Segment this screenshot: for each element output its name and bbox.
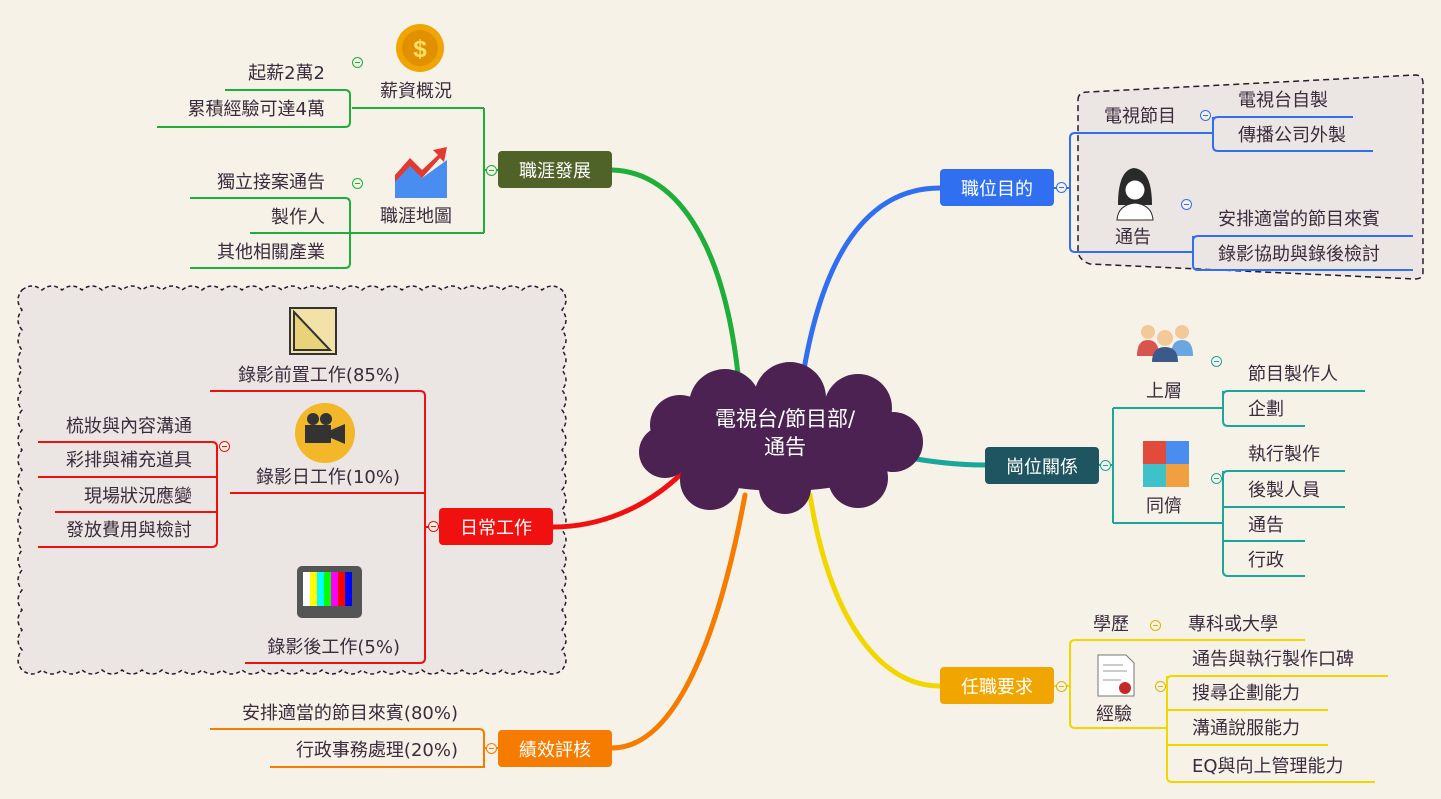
video-camera-icon: [295, 403, 355, 463]
branch-performance: [609, 492, 748, 751]
center-cloud: [639, 362, 923, 514]
salary-item[interactable]: 累積經驗可達4萬: [187, 99, 325, 120]
growth-chart-icon: [395, 147, 447, 198]
subtopic-salary[interactable]: 薪資概況: [380, 81, 452, 102]
upper-item[interactable]: 節目製作人: [1248, 364, 1338, 385]
collapse-toggle[interactable]: [1181, 199, 1192, 210]
branch-career: [609, 167, 743, 398]
central-topic-line2: 通告: [764, 435, 806, 459]
svg-text:$: $: [413, 36, 427, 63]
peers-item[interactable]: 行政: [1248, 550, 1284, 571]
peers-item[interactable]: 執行製作: [1248, 444, 1320, 465]
collapse-toggle[interactable]: [1211, 356, 1222, 367]
subtopic-career-map[interactable]: 職涯地圖: [380, 206, 452, 227]
topic-career[interactable]: 職涯發展: [498, 151, 612, 188]
performance-item[interactable]: 安排適當的節目來賓(80%): [241, 703, 458, 724]
collapse-toggle[interactable]: [1056, 681, 1067, 692]
career-map-item[interactable]: 製作人: [271, 207, 325, 228]
peers-item[interactable]: 後製人員: [1248, 480, 1320, 501]
topic-daily[interactable]: 日常工作: [439, 508, 553, 545]
subtopic-recording-day[interactable]: 錄影日工作(10%): [255, 467, 400, 488]
topic-relations[interactable]: 崗位關係: [985, 447, 1099, 484]
performance-item[interactable]: 行政事務處理(20%): [295, 740, 458, 761]
collapse-toggle[interactable]: [1100, 460, 1111, 471]
collapse-toggle[interactable]: [219, 441, 230, 452]
daily-boundary: [17, 285, 567, 675]
branch-purpose: [797, 185, 943, 398]
subtopic-upper[interactable]: 上層: [1146, 381, 1182, 402]
puzzle-icon: [1143, 441, 1189, 487]
collapse-toggle[interactable]: [428, 521, 439, 532]
announcer-item[interactable]: 安排適當的節目來賓: [1218, 209, 1380, 230]
collapse-toggle[interactable]: [486, 165, 497, 176]
subtopic-tv-programs[interactable]: 電視節目: [1104, 106, 1176, 127]
salary-item[interactable]: 起薪2萬2: [248, 63, 325, 84]
recording-day-item[interactable]: 梳妝與內容溝通: [66, 416, 192, 437]
tv-test-pattern-icon: [297, 566, 362, 618]
collapse-toggle[interactable]: [1211, 473, 1222, 484]
collapse-toggle[interactable]: [486, 743, 497, 754]
experience-item[interactable]: 搜尋企劃能力: [1192, 683, 1300, 704]
recording-day-item[interactable]: 彩排與補充道具: [66, 450, 192, 471]
central-topic-line1: 電視台/節目部/: [714, 407, 856, 431]
career-map-item[interactable]: 獨立接案通告: [217, 172, 325, 193]
collapse-toggle[interactable]: [352, 57, 363, 68]
collapse-toggle[interactable]: [1056, 182, 1067, 193]
branch-daily: [550, 472, 683, 530]
upper-item[interactable]: 企劃: [1248, 399, 1284, 420]
programs-item[interactable]: 傳播公司外製: [1238, 125, 1346, 146]
topic-requirements[interactable]: 任職要求: [940, 667, 1054, 704]
experience-item[interactable]: EQ與向上管理能力: [1192, 756, 1344, 777]
announcer-item[interactable]: 錄影協助與錄後檢討: [1218, 244, 1380, 265]
subtopic-post-recording[interactable]: 錄影後工作(5%): [267, 637, 400, 658]
collapse-toggle[interactable]: [352, 178, 363, 189]
coin-icon: $: [396, 24, 444, 72]
set-square-ruler-icon: [289, 307, 337, 355]
education-item[interactable]: 專科或大學: [1188, 614, 1278, 635]
subtopic-announcer[interactable]: 通告: [1115, 227, 1151, 248]
topic-performance[interactable]: 績效評核: [498, 730, 612, 767]
branch-requirements: [807, 492, 943, 689]
topic-purpose[interactable]: 職位目的: [940, 169, 1054, 206]
recording-day-item[interactable]: 發放費用與檢討: [66, 520, 192, 541]
recording-day-item[interactable]: 現場狀況應變: [84, 486, 192, 507]
people-group-icon: [1137, 325, 1193, 362]
certificate-icon: [1097, 654, 1135, 697]
subtopic-experience[interactable]: 經驗: [1096, 704, 1132, 725]
career-map-item[interactable]: 其他相關產業: [217, 242, 325, 263]
collapse-toggle[interactable]: [1150, 620, 1161, 631]
subtopic-peers[interactable]: 同儕: [1146, 496, 1182, 517]
experience-item[interactable]: 通告與執行製作口碑: [1192, 649, 1354, 670]
experience-item[interactable]: 溝通說服能力: [1192, 718, 1300, 739]
central-topic[interactable]: 電視台/節目部/ 通告: [660, 405, 910, 461]
peers-item[interactable]: 通告: [1248, 515, 1284, 536]
collapse-toggle[interactable]: [1200, 110, 1211, 121]
subtopic-education[interactable]: 學歷: [1093, 614, 1129, 635]
programs-item[interactable]: 電視台自製: [1238, 90, 1328, 111]
woman-avatar-icon: [1116, 168, 1154, 221]
collapse-toggle[interactable]: [1155, 681, 1166, 692]
purpose-boundary: [1077, 74, 1424, 280]
subtopic-pre-recording[interactable]: 錄影前置工作(85%): [237, 365, 400, 386]
